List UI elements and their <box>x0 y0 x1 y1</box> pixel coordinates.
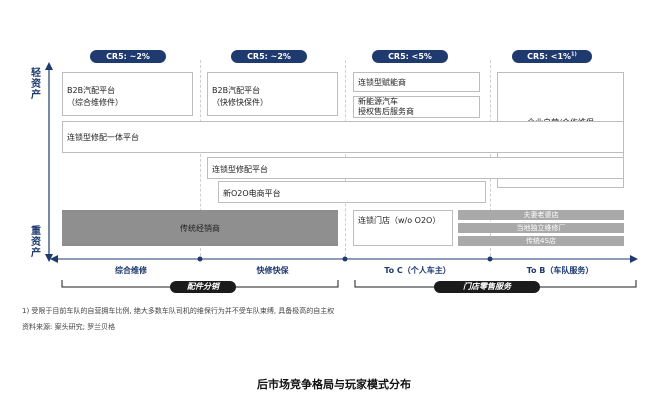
box-line: 连锁型修配一体平台 <box>67 133 139 142</box>
integrated-chain-box: 连锁型修配一体平台 <box>62 121 624 153</box>
box-line: （快修快保件） <box>212 98 268 107</box>
segment-axis <box>50 255 638 263</box>
footnote: 1) 受限于目前车队的自营拥车比例, 绝大多数车队司机的维保行为并不受车队束缚,… <box>22 307 335 315</box>
segment-label: 快修快保 <box>256 266 289 275</box>
o2o-ecom-box: 新O2O电商平台 <box>218 181 486 203</box>
segment-label: To C（个人车主） <box>384 266 451 275</box>
traditional-dist-box: 传统经销商 <box>62 210 338 246</box>
source-note: 资料来源: 案头研究; 罗兰贝格 <box>22 323 116 331</box>
box-line: 新能源汽车 <box>358 97 398 106</box>
segment-label: 综合维修 <box>115 266 147 275</box>
box-line: B2B汽配平台 <box>212 86 261 95</box>
cr5-badge: CR5: ~2% <box>231 50 307 63</box>
group-label-store-retail: 门店零售服务 <box>434 281 540 293</box>
segment-label: To B（车队服务） <box>526 266 594 275</box>
box-line: 授权售后服务商 <box>358 107 414 116</box>
b2b-comprehensive-box: B2B汽配平台 （综合维修件） <box>62 72 193 116</box>
local-independent-bar: 当地独立维修厂 <box>458 223 624 233</box>
column-divider <box>200 60 201 256</box>
chain-parts-box: 连锁型修配平台 <box>207 157 624 179</box>
asset-axis-arrow <box>45 62 53 262</box>
cr5-badge: CR5: <1%1) <box>512 50 592 63</box>
box-line: 新O2O电商平台 <box>223 189 281 198</box>
cr5-badge: CR5: ~2% <box>90 50 166 63</box>
nev-auth-box: 新能源汽车 授权售后服务商 <box>353 96 480 118</box>
husband-wife-shop-bar: 夫妻老婆店 <box>458 210 624 220</box>
box-line: （综合维修件） <box>67 98 123 107</box>
box-line: 连锁型修配平台 <box>212 165 268 174</box>
box-line: B2B汽配平台 <box>67 86 116 95</box>
group-label-parts-distribution: 配件分销 <box>170 281 236 293</box>
box-line: 传统经销商 <box>180 224 220 233</box>
light-asset-label: 轻资产 <box>31 68 41 101</box>
box-line: 连锁门店（w/o O2O） <box>358 216 441 225</box>
figure-title: 后市场竞争格局与玩家模式分布 <box>257 378 411 391</box>
chain-empower-box: 连锁型赋能商 <box>353 72 480 92</box>
box-line: 连锁型赋能商 <box>358 78 406 87</box>
group-brackets <box>61 280 637 288</box>
traditional-4s-bar: 传统4S店 <box>458 236 624 246</box>
b2b-fast-box: B2B汽配平台 （快修快保件） <box>207 72 338 116</box>
chain-store-box: 连锁门店（w/o O2O） <box>353 210 453 246</box>
heavy-asset-label: 重资产 <box>31 226 41 259</box>
cr5-badge: CR5: <5% <box>372 50 448 63</box>
